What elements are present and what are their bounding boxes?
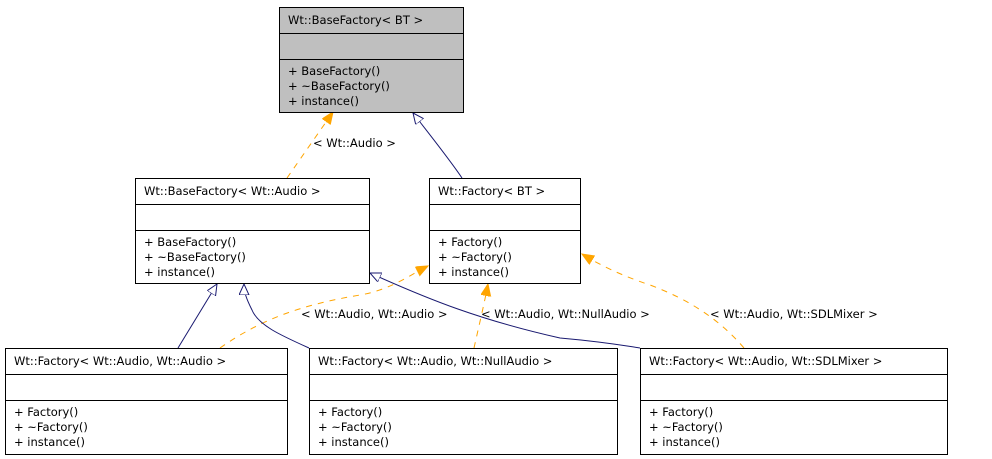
operation: + instance()	[318, 435, 389, 449]
operation: + ~BaseFactory()	[288, 79, 390, 93]
edge-label-audio: < Wt::Audio >	[313, 136, 396, 150]
edge-factory-bt-to-basefactory-bt	[413, 113, 463, 179]
class-factory-audio-sdlmixer[interactable]: Wt::Factory< Wt::Audio, Wt::SDLMixer > +…	[640, 348, 948, 455]
class-factory-audio-audio[interactable]: Wt::Factory< Wt::Audio, Wt::Audio > + Fa…	[5, 348, 288, 455]
class-basefactory-bt[interactable]: Wt::BaseFactory< BT > + BaseFactory() + …	[279, 7, 464, 113]
operation: + instance()	[649, 435, 720, 449]
operation: + BaseFactory()	[144, 235, 237, 249]
class-operations: + Factory() + ~Factory() + instance()	[430, 231, 580, 280]
operation: + ~Factory()	[14, 420, 88, 434]
edge-label-audio-nullaudio: < Wt::Audio, Wt::NullAudio >	[481, 307, 650, 321]
operation: + instance()	[14, 435, 85, 449]
operation: + Factory()	[14, 405, 79, 419]
operation: + ~Factory()	[318, 420, 392, 434]
edge-factory-audio-null-to-factory-bt	[473, 284, 488, 349]
operation: + Factory()	[438, 235, 503, 249]
class-operations: + BaseFactory() + ~BaseFactory() + insta…	[280, 60, 463, 109]
edge-label-audio-audio: < Wt::Audio, Wt::Audio >	[301, 307, 448, 321]
edge-factory-audio-sdl-to-basefactory-audio	[370, 273, 641, 349]
class-factory-audio-nullaudio[interactable]: Wt::Factory< Wt::Audio, Wt::NullAudio > …	[309, 348, 618, 455]
edge-factory-audio-audio-to-factory-bt	[219, 266, 428, 349]
class-name: Wt::Factory< Wt::Audio, Wt::NullAudio >	[310, 349, 617, 375]
operation: + Factory()	[649, 405, 714, 419]
edge-basefactory-audio-to-basefactory-bt	[286, 112, 333, 179]
operation: + instance()	[144, 265, 215, 279]
class-attributes	[310, 375, 617, 401]
class-name: Wt::Factory< BT >	[430, 179, 580, 205]
operation: + ~Factory()	[438, 250, 512, 264]
class-name: Wt::BaseFactory< BT >	[280, 8, 463, 34]
class-attributes	[430, 205, 580, 231]
class-operations: + Factory() + ~Factory() + instance()	[6, 401, 287, 450]
class-attributes	[280, 34, 463, 60]
class-attributes	[136, 205, 369, 231]
operation: + Factory()	[318, 405, 383, 419]
class-operations: + Factory() + ~Factory() + instance()	[310, 401, 617, 450]
class-attributes	[6, 375, 287, 401]
class-name: Wt::Factory< Wt::Audio, Wt::Audio >	[6, 349, 287, 375]
edge-factory-audio-sdl-to-factory-bt	[582, 254, 745, 349]
class-factory-bt[interactable]: Wt::Factory< BT > + Factory() + ~Factory…	[429, 178, 581, 284]
class-basefactory-audio[interactable]: Wt::BaseFactory< Wt::Audio > + BaseFacto…	[135, 178, 370, 284]
operation: + ~BaseFactory()	[144, 250, 246, 264]
class-operations: + BaseFactory() + ~BaseFactory() + insta…	[136, 231, 369, 280]
class-name: Wt::Factory< Wt::Audio, Wt::SDLMixer >	[641, 349, 947, 375]
operation: + instance()	[288, 94, 359, 108]
edge-factory-audio-null-to-basefactory-audio	[244, 284, 310, 349]
operation: + instance()	[438, 265, 509, 279]
class-name: Wt::BaseFactory< Wt::Audio >	[136, 179, 369, 205]
operation: + ~Factory()	[649, 420, 723, 434]
operation: + BaseFactory()	[288, 64, 381, 78]
edge-factory-audio-audio-to-basefactory-audio	[177, 284, 217, 349]
edge-label-audio-sdlmixer: < Wt::Audio, Wt::SDLMixer >	[710, 307, 878, 321]
class-attributes	[641, 375, 947, 401]
class-operations: + Factory() + ~Factory() + instance()	[641, 401, 947, 450]
